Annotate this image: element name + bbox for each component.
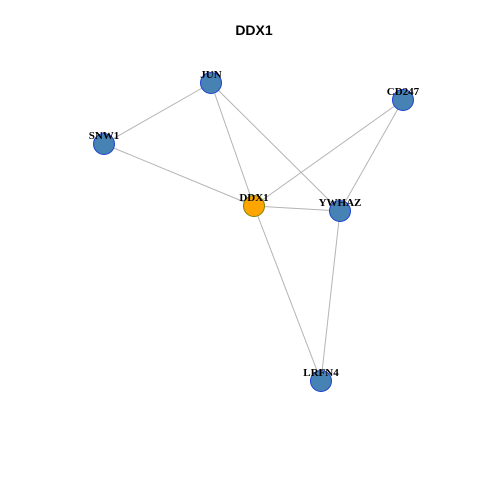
node-label-cd247: CD247 (387, 86, 420, 98)
edges-layer (103, 82, 404, 382)
edge-jun-ywhaz (210, 82, 341, 212)
node-cd247 (392, 89, 414, 111)
edge-ddx1-lrfn4 (253, 205, 322, 382)
edge-jun-snw1 (103, 82, 212, 145)
edge-ddx1-ywhaz (253, 205, 341, 212)
edge-ywhaz-lrfn4 (320, 210, 341, 382)
node-label-ywhaz: YWHAZ (319, 197, 362, 209)
node-lrfn4 (310, 370, 332, 392)
graph-title: DDX1 (235, 22, 273, 38)
node-label-lrfn4: LRFN4 (303, 367, 339, 379)
edge-jun-ddx1 (210, 82, 255, 207)
node-ywhaz (329, 200, 351, 222)
node-label-ddx1: DDX1 (239, 192, 268, 204)
node-ddx1 (243, 195, 265, 217)
edge-snw1-ddx1 (103, 143, 255, 207)
node-label-snw1: SNW1 (89, 130, 120, 142)
node-jun (200, 72, 222, 94)
node-snw1 (93, 133, 115, 155)
edge-cd247-ywhaz (339, 99, 404, 212)
node-label-jun: JUN (200, 69, 221, 81)
edge-cd247-ddx1 (253, 99, 404, 207)
nodes-layer (93, 72, 414, 392)
